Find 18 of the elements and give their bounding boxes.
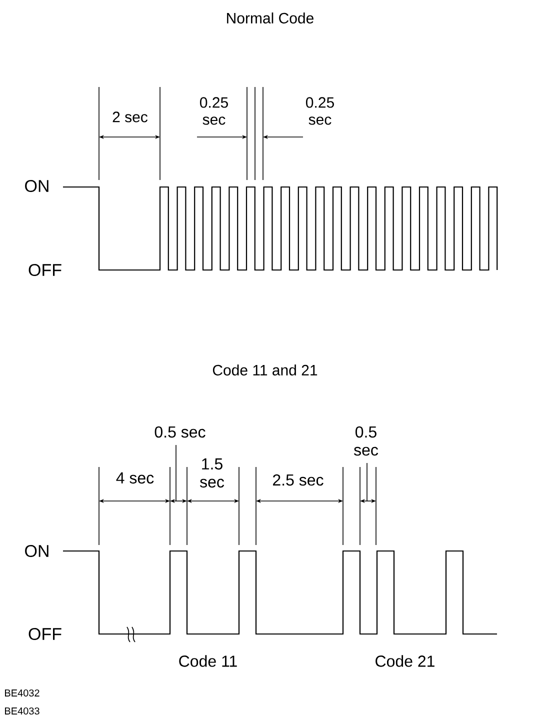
duration-label: 1.5 sec: [200, 458, 224, 488]
figure-id: BE4032: [5, 689, 40, 697]
code-label: Code 11: [179, 655, 237, 667]
duration-label: 4 sec: [116, 472, 154, 484]
duration-label: 0.5 sec: [154, 426, 206, 438]
duration-label: 0.25 sec: [200, 97, 228, 125]
figure-id: BE4033: [5, 707, 40, 715]
chart-title: Code 11 and 21: [212, 364, 318, 376]
signal-label: OFF: [28, 628, 62, 640]
duration-label: 0.5 sec: [354, 426, 378, 456]
code-label: Code 21: [376, 655, 434, 667]
duration-label: 0.25 sec: [306, 97, 334, 125]
duration-label: 2.5 sec: [273, 474, 324, 486]
signal-label: ON: [25, 544, 48, 558]
signal-label: OFF: [28, 264, 62, 276]
signal-label: ON: [25, 180, 48, 192]
chart-title: Normal Code: [227, 12, 314, 24]
duration-label: 2 sec: [112, 112, 148, 122]
